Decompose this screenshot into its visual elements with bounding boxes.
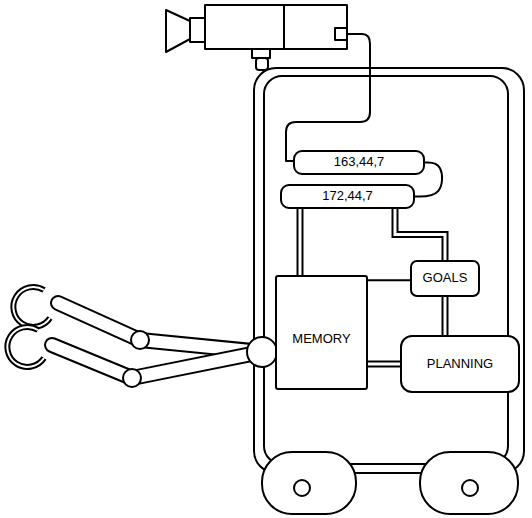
forearm-fill xyxy=(52,345,132,378)
register-readout: 163,44,7 xyxy=(293,150,425,175)
forearm-fill xyxy=(58,303,140,340)
node-label: PLANNING xyxy=(427,357,493,371)
camera-seam xyxy=(283,5,285,49)
connector-line xyxy=(368,279,410,281)
connector-outline xyxy=(297,209,304,275)
connector-outline xyxy=(395,209,445,260)
node-label: MEMORY xyxy=(292,332,350,346)
gripper-claw-fill xyxy=(7,327,44,367)
node-label: 163,44,7 xyxy=(334,155,385,169)
connector xyxy=(368,364,400,365)
front-panel xyxy=(264,76,508,464)
connector-outline xyxy=(368,361,400,368)
wheel xyxy=(420,452,518,514)
shoulder-joint xyxy=(247,337,277,367)
elbow-joint xyxy=(131,331,149,349)
register-readout: 172,44,7 xyxy=(280,184,415,209)
connector xyxy=(395,209,445,260)
robot-body xyxy=(254,68,524,473)
forearm xyxy=(58,303,140,340)
camera-lens xyxy=(166,10,190,52)
wheel-hub xyxy=(462,480,478,496)
connector xyxy=(368,280,410,281)
gripper-claw-fill xyxy=(13,287,50,327)
upper-arm-fill xyxy=(132,352,262,378)
forearm xyxy=(52,345,132,378)
camera-body xyxy=(205,5,347,49)
connector xyxy=(445,297,446,335)
memory-box: MEMORY xyxy=(275,275,368,390)
upper-arm xyxy=(132,352,262,378)
connector-fill xyxy=(444,297,447,335)
camera-wire xyxy=(286,34,370,161)
wheel xyxy=(262,452,356,514)
camera-neck xyxy=(256,58,268,70)
elbow-joint xyxy=(123,369,141,387)
connector xyxy=(300,209,301,275)
node-label: GOALS xyxy=(423,271,468,285)
camera-port xyxy=(335,28,347,40)
connector-fill xyxy=(395,209,445,260)
camera-lens-barrel xyxy=(190,18,205,42)
wheel-hub xyxy=(294,480,310,496)
goals-box: GOALS xyxy=(410,260,480,297)
connector-fill xyxy=(368,363,400,366)
connector-outline xyxy=(442,297,449,335)
node-label: 172,44,7 xyxy=(322,189,373,203)
connector-fill xyxy=(299,209,302,275)
robot-arm xyxy=(7,287,277,387)
planning-box: PLANNING xyxy=(400,335,520,393)
gripper-claw xyxy=(7,327,44,367)
gripper-claw xyxy=(13,287,50,327)
